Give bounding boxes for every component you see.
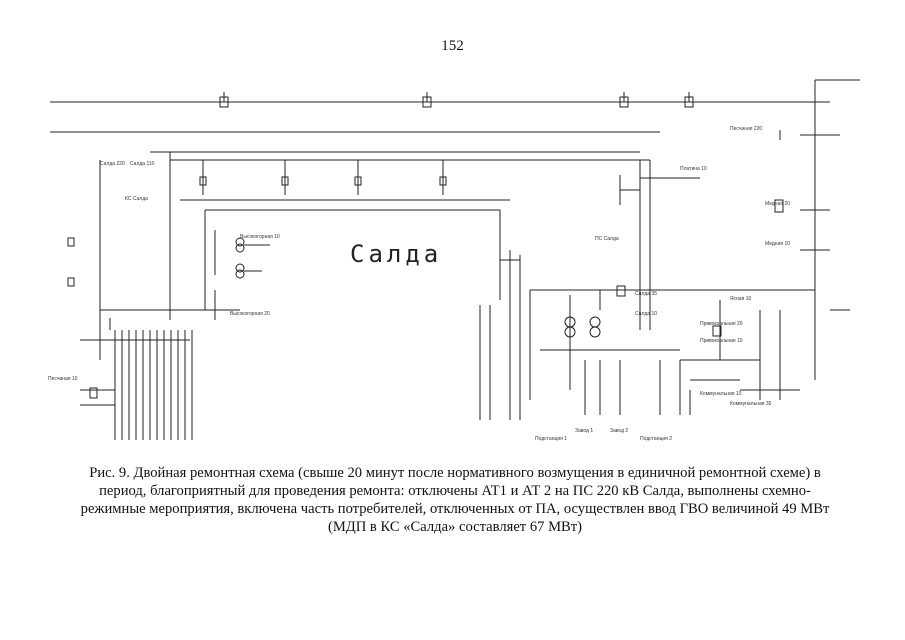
node-label: Ясная 10 [730,296,752,302]
caption-line: период, благоприятный для проведения рем… [99,483,811,499]
node-label: Коммунальная 10 [700,391,742,397]
diagram-title-label: Салда [350,240,442,268]
node-label: Песчаная 10 [48,376,78,382]
node-label: Высокогорная 10 [240,234,280,240]
node-label: Коммунальная 35 [730,401,772,407]
node-label: Салда 110 [130,161,155,167]
network-schematic: Салда 220 Салда 110 КС Салда ПС Салда Са… [48,79,860,442]
node-label: Платина 10 [680,166,707,172]
figure-caption: Рис. 9. Двойная ремонтная схема (свыше 2… [70,464,840,536]
node-label: Привокзальная 10 [700,338,743,344]
node-label: Медная 20 [765,201,790,207]
node-label: Песчаная 220 [730,126,762,132]
node-label: КС Салда [125,196,148,202]
node-label: ПС Салда [595,236,619,242]
node-label: Завод 1 [575,428,593,434]
caption-line: Рис. 9. Двойная ремонтная схема (свыше 2… [89,465,821,481]
node-label: Салда 220 [100,161,125,167]
node-label: Завод 2 [610,428,628,434]
node-label: Подстанция 1 [535,436,567,442]
node-label: Высокогорная 20 [230,311,270,317]
node-label: Медная 10 [765,241,790,247]
node-label: Привокзальная 20 [700,321,743,327]
caption-line: (МДП в КС «Салда» составляет 67 МВт) [327,519,583,535]
node-label: Салда 35 [635,291,657,297]
node-label: Подстанция 2 [640,436,672,442]
page-number: 152 [441,38,464,54]
caption-line: режимные мероприятия, включена часть пот… [80,501,830,517]
node-label: Салда 10 [635,311,657,317]
